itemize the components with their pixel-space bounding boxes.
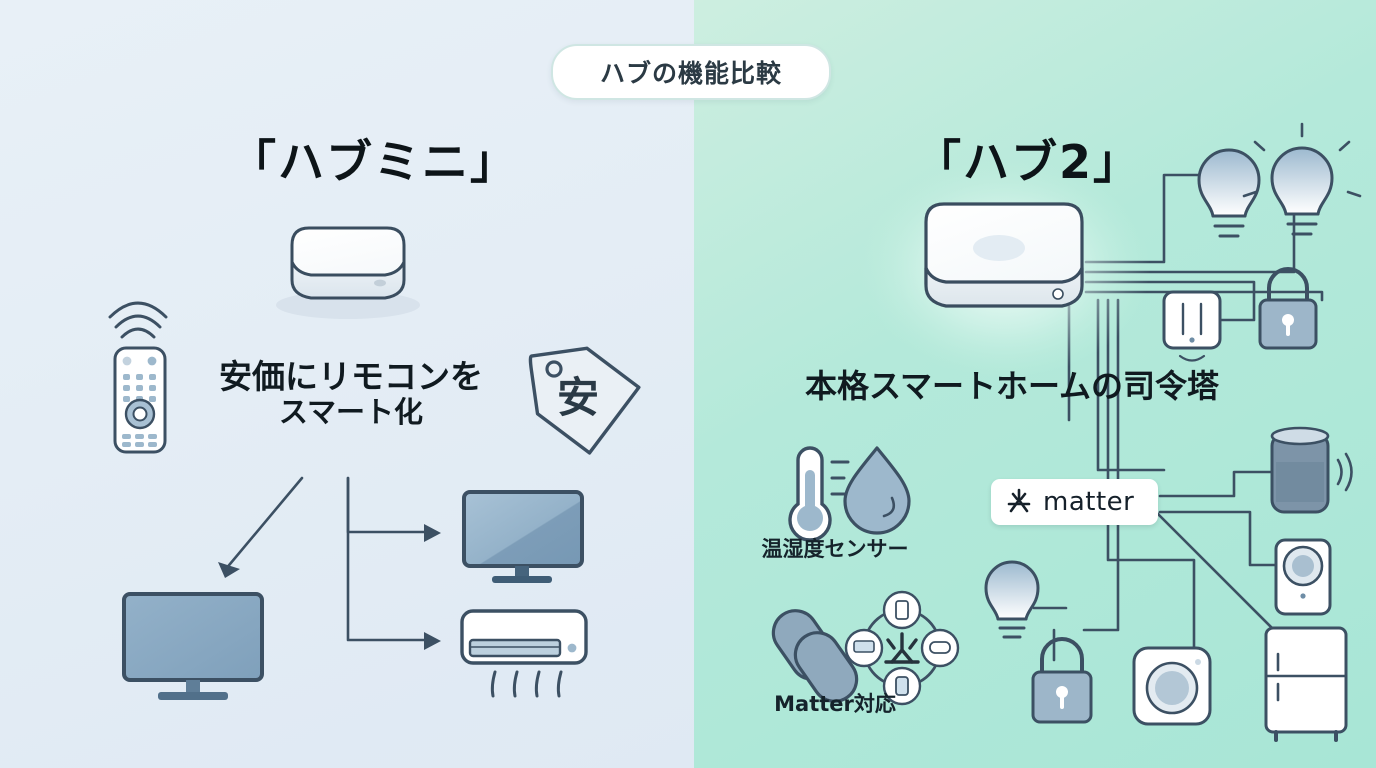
hub-mini-diagram: 安 — [108, 226, 641, 700]
hub-mini-headline-line2: スマート化 — [278, 394, 424, 429]
light-bulb-on-icon — [1242, 122, 1362, 236]
hub-mini-headline: 安価にリモコンを スマート化 — [186, 358, 516, 429]
tv-icon-small — [462, 490, 584, 583]
device-network-icon — [844, 590, 960, 706]
flow-arrows — [218, 476, 441, 650]
hub-mini-title: 「ハブミニ」 — [230, 135, 518, 189]
chain-link-icon — [771, 609, 859, 703]
smart-speaker-icon — [1270, 426, 1353, 514]
matter-logo-icon — [1007, 488, 1031, 513]
matter-support-label: Matter対応 — [774, 692, 896, 716]
hub-2-title: 「ハブ2」 — [915, 135, 1142, 189]
wall-switch-icon — [1162, 290, 1222, 362]
hub2-diagram — [694, 0, 1376, 768]
price-tag-icon: 安 — [528, 346, 641, 455]
matter-badge-text: matter — [1043, 487, 1135, 517]
hub-2-headline: 本格スマートホームの司令塔 — [804, 367, 1220, 405]
hub2-device — [924, 202, 1084, 308]
tv-icon-large — [122, 592, 264, 700]
light-bulb-icon — [984, 560, 1040, 639]
air-conditioner-icon — [460, 609, 588, 698]
water-droplet-icon — [843, 446, 911, 535]
padlock-icon — [1031, 637, 1093, 724]
svg-text:安: 安 — [557, 373, 599, 422]
sensor-label: 温湿度センサー — [761, 537, 909, 561]
refrigerator-icon — [1264, 626, 1348, 742]
hub-mini-headline-line1: 安価にリモコンを — [219, 357, 483, 396]
light-bulb-icon — [1197, 148, 1261, 238]
remote-control-icon — [108, 301, 168, 454]
matter-badge: matter — [991, 479, 1158, 525]
title-pill-text: ハブの機能比較 — [599, 59, 782, 88]
hub-mini-device — [290, 226, 406, 300]
thermometer-icon — [788, 446, 850, 542]
title-pill: ハブの機能比較 — [551, 44, 831, 100]
washing-machine-icon — [1132, 646, 1212, 726]
padlock-icon — [1258, 267, 1318, 350]
sensor-camera-icon — [1274, 538, 1332, 616]
